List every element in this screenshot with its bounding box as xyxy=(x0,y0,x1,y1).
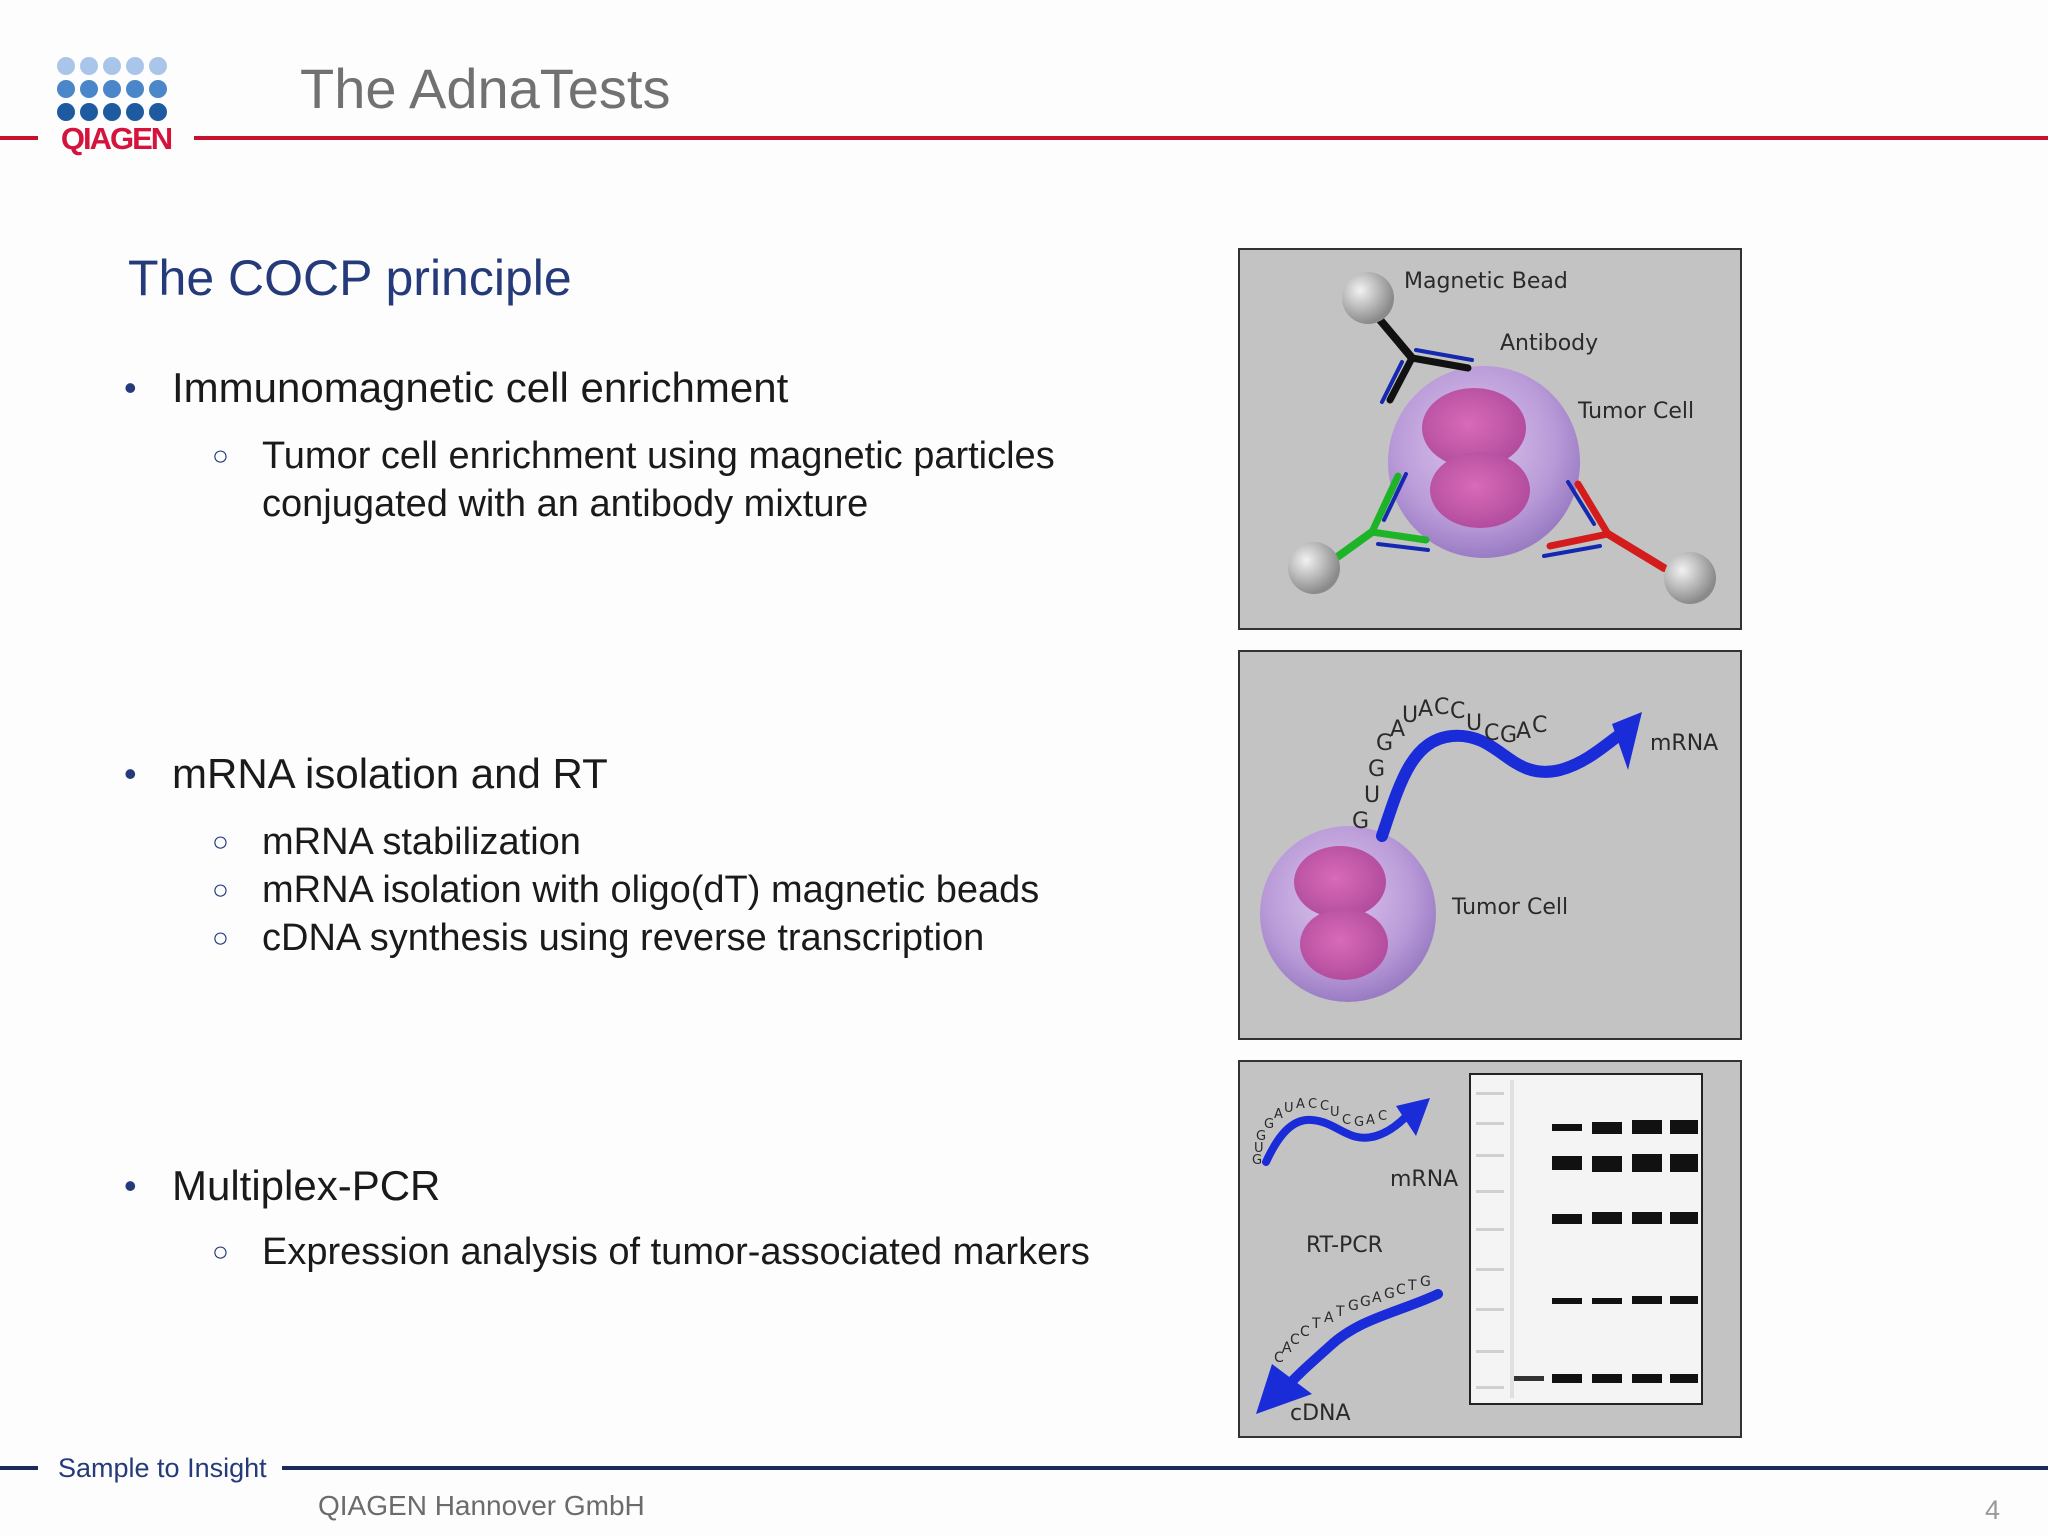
sequence-letter: C xyxy=(1378,1109,1387,1124)
label-cdna: cDNA xyxy=(1290,1401,1351,1426)
bullet-dot-icon: • xyxy=(124,1165,137,1206)
cdna-arrow-icon xyxy=(1256,1289,1443,1414)
logo-dots-icon xyxy=(57,57,167,121)
sub-bullet-circle-icon: ○ xyxy=(212,1236,229,1267)
label-tumor-cell: Tumor Cell xyxy=(1451,895,1568,920)
sequence-letter: A xyxy=(1274,1107,1283,1122)
sequence-letter: C xyxy=(1290,1332,1300,1348)
sequence-letter: G xyxy=(1376,731,1393,756)
sub-bullet-text: cDNA synthesis using reverse transcripti… xyxy=(262,917,985,959)
magnetic-bead-icon xyxy=(1342,272,1394,324)
footer-divider-left xyxy=(0,1466,38,1470)
sub-bullet-text: conjugated with an antibody mixture xyxy=(262,483,869,525)
sub-bullet-circle-icon: ○ xyxy=(212,826,229,857)
header-divider-left xyxy=(0,136,38,140)
sequence-letter: C xyxy=(1320,1099,1329,1114)
sequence-letter: U xyxy=(1254,1141,1264,1156)
sequence-letter: A xyxy=(1282,1340,1292,1356)
sub-bullet-text: mRNA isolation with oligo(dT) magnetic b… xyxy=(262,869,1040,911)
sub-bullet-text: mRNA stabilization xyxy=(262,821,581,863)
label-antibody: Antibody xyxy=(1500,331,1598,356)
sub-bullet-circle-icon: ○ xyxy=(212,874,229,905)
sequence-letter: C xyxy=(1450,699,1465,724)
page-number: 4 xyxy=(1984,1495,2000,1525)
sequence-letter: U xyxy=(1466,711,1482,736)
sub-bullet-circle-icon: ○ xyxy=(212,922,229,953)
sequence-letter: A xyxy=(1372,1290,1382,1306)
sequence-letter: G xyxy=(1252,1153,1262,1168)
label-mrna: mRNA xyxy=(1390,1167,1458,1192)
sequence-letter: G xyxy=(1256,1129,1266,1144)
sequence-letter: U xyxy=(1402,703,1418,728)
tumor-cell-icon xyxy=(1388,366,1580,558)
sequence-letter: T xyxy=(1311,1316,1321,1332)
qiagen-logo: QIAGEN xyxy=(54,56,178,156)
logo-wordmark: QIAGEN xyxy=(60,121,173,156)
sequence-letter: G xyxy=(1360,1294,1371,1310)
footer-company: QIAGEN Hannover GmbH xyxy=(318,1490,645,1521)
sequence-letter: T xyxy=(1335,1304,1345,1320)
sub-bullet-circle-icon: ○ xyxy=(212,440,229,471)
sequence-letter: C xyxy=(1434,695,1449,720)
magnetic-bead-icon xyxy=(1288,542,1340,594)
sequence-letter: G xyxy=(1352,809,1369,834)
label-mrna: mRNA xyxy=(1650,731,1718,756)
sub-bullet-text: Expression analysis of tumor-associated … xyxy=(262,1231,1090,1273)
mrna-arrow-icon xyxy=(1262,1098,1430,1166)
sequence-letter: G xyxy=(1500,723,1517,748)
bullet-dot-icon: • xyxy=(124,367,137,408)
label-rt-pcr: RT-PCR xyxy=(1306,1233,1383,1258)
footer-divider xyxy=(282,1466,2048,1470)
label-magnetic-bead: Magnetic Bead xyxy=(1404,269,1568,294)
sub-bullet-text: Tumor cell enrichment using magnetic par… xyxy=(262,435,1055,477)
header-divider xyxy=(194,136,2048,140)
sequence-letter: U xyxy=(1330,1105,1340,1120)
antibody-green-icon xyxy=(1318,472,1430,572)
electrophoresis-gel-image xyxy=(1469,1073,1703,1405)
label-tumor-cell: Tumor Cell xyxy=(1577,399,1694,424)
sequence-letter: C xyxy=(1396,1282,1406,1298)
sequence-letter: A xyxy=(1390,717,1405,742)
sequence-letter: G xyxy=(1368,757,1385,782)
sequence-letter: A xyxy=(1418,697,1433,722)
sequence-letter: G xyxy=(1348,1298,1359,1314)
bullet-text: mRNA isolation and RT xyxy=(172,750,608,797)
sequence-letter: C xyxy=(1532,713,1547,738)
tumor-cell-icon xyxy=(1260,826,1436,1002)
footer-tagline: Sample to Insight xyxy=(58,1453,267,1483)
enrichment-illustration: Magnetic Bead Antibody Tumor Cell xyxy=(1288,269,1716,604)
page-title: The AdnaTests xyxy=(300,57,671,120)
antibody-red-icon xyxy=(1542,480,1668,572)
bullet-text: Immunomagnetic cell enrichment xyxy=(172,364,789,411)
bullet-text: Multiplex-PCR xyxy=(172,1162,441,1209)
sequence-letter: U xyxy=(1284,1101,1294,1116)
section-heading: The COCP principle xyxy=(128,250,572,306)
sequence-letter: A xyxy=(1366,1113,1375,1128)
sequence-letter: A xyxy=(1516,719,1531,744)
sequence-letter: C xyxy=(1308,1097,1317,1112)
mrna-strand-arrow-icon xyxy=(1376,712,1642,842)
sequence-letter: G xyxy=(1354,1115,1364,1130)
sequence-letter: G xyxy=(1384,1286,1395,1302)
bullet-dot-icon: • xyxy=(124,753,137,794)
sequence-letter: A xyxy=(1296,1097,1305,1112)
sequence-letter: G xyxy=(1420,1274,1431,1290)
enrichment-figure: Magnetic Bead Antibody Tumor Cell xyxy=(1238,248,1742,630)
sequence-letter: C xyxy=(1274,1350,1284,1366)
sequence-letter: A xyxy=(1324,1310,1334,1326)
magnetic-bead-icon xyxy=(1664,552,1716,604)
sequence-letter: U xyxy=(1364,783,1380,808)
sequence-letter: G xyxy=(1264,1117,1274,1132)
sequence-letter: T xyxy=(1407,1278,1417,1294)
sequence-letter: C xyxy=(1300,1324,1310,1340)
sequence-letter: C xyxy=(1342,1113,1351,1128)
sequence-letter: C xyxy=(1484,721,1499,746)
